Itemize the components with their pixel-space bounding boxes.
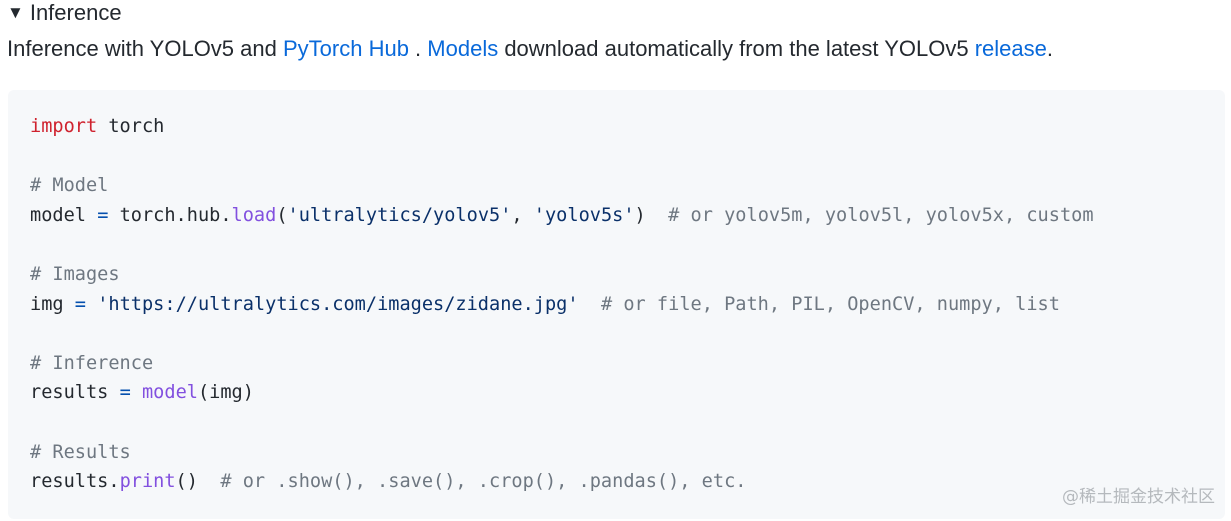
code-line-comment-results: # Results: [30, 441, 131, 463]
code-line-blank: [30, 142, 1094, 172]
code-line-results: results = model(img): [30, 382, 254, 404]
intro-text: .: [1046, 36, 1053, 61]
watermark: @稀土掘金技术社区: [1062, 487, 1215, 507]
code-line-img: img = 'https://ultralytics.com/images/zi…: [30, 293, 1060, 315]
intro-paragraph: Inference with YOLOv5 and PyTorch Hub . …: [7, 34, 1053, 64]
code-line-comment-model: # Model: [30, 175, 109, 197]
release-link[interactable]: release: [974, 36, 1047, 61]
code-line-blank: [30, 319, 1094, 349]
details-summary[interactable]: ▼ Inference: [7, 0, 122, 26]
intro-text: .: [408, 36, 428, 61]
code-line-blank: [30, 408, 1094, 438]
triangle-down-icon: ▼: [7, 3, 24, 22]
code-line-blank: [30, 230, 1094, 260]
intro-text: download automatically from the latest Y…: [498, 36, 975, 61]
code-line-comment-images: # Images: [30, 263, 120, 285]
intro-text: Inference with YOLOv5 and: [7, 36, 283, 61]
code-line-import: import torch: [30, 116, 165, 137]
models-link[interactable]: Models: [427, 36, 499, 61]
code-line-model-load: model = torch.hub.load('ultralytics/yolo…: [30, 204, 1094, 226]
pytorch-hub-link[interactable]: PyTorch Hub: [282, 36, 409, 61]
summary-label: Inference: [29, 0, 122, 25]
code-line-print: results.print() # or .show(), .save(), .…: [30, 471, 747, 493]
code-block[interactable]: import torch # Model model = torch.hub.loa…: [8, 90, 1225, 519]
code-line-comment-inference: # Inference: [30, 352, 154, 374]
code-content: import torch # Model model = torch.hub.loa…: [30, 112, 1094, 497]
